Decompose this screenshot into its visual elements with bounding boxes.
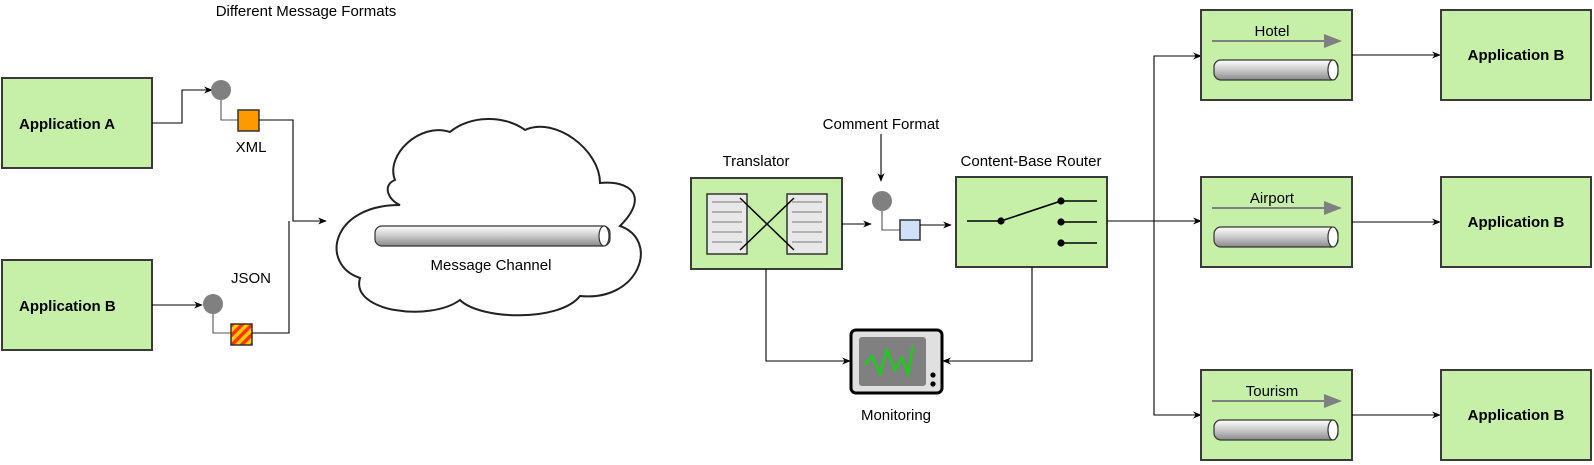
channel-box-airport[interactable]: Airport — [1200, 176, 1353, 268]
pipe-icon — [1213, 59, 1339, 81]
monitoring-label: Monitoring — [861, 407, 931, 424]
json-message-icon — [230, 323, 253, 346]
channel-label: Hotel — [1254, 23, 1289, 40]
content-router-box[interactable] — [955, 176, 1108, 268]
translated-message-icon — [899, 219, 921, 241]
application-a-label: Application A — [19, 116, 115, 133]
message-channel-pipe-icon — [374, 225, 611, 247]
channel-arrow-head — [1324, 201, 1342, 215]
channel-arrow-head — [1324, 394, 1342, 408]
xml-label: XML — [236, 139, 267, 156]
router-switch-icon — [967, 197, 1097, 247]
edge-app-a-to-endpoint — [152, 86, 213, 124]
target-application-label: Application B — [1468, 407, 1565, 424]
translator-box[interactable] — [690, 177, 843, 270]
different-formats-label: Different Message Formats — [216, 3, 397, 20]
application-b-source-box[interactable]: Application B — [1, 259, 153, 351]
message-channel-label: Message Channel — [431, 257, 552, 274]
endpoint-a-icon — [211, 80, 231, 100]
channel-arrow-head — [1324, 34, 1342, 48]
json-label: JSON — [231, 270, 271, 287]
edge-xml-to-channel — [259, 119, 327, 225]
endpoint-b-icon — [203, 294, 223, 314]
target-application-label: Application B — [1468, 214, 1565, 231]
pipe-icon — [1213, 226, 1339, 248]
application-a-box[interactable]: Application A — [1, 77, 153, 169]
comment-format-label: Comment Format — [823, 116, 941, 133]
translator-label: Translator — [723, 153, 790, 170]
application-b-source-label: Application B — [19, 298, 116, 315]
edge-router-to-hotel — [1107, 52, 1202, 222]
channel-box-tourism[interactable]: Tourism — [1200, 369, 1353, 461]
pipe-icon — [1213, 419, 1339, 441]
target-application-label: Application B — [1468, 47, 1565, 64]
content-router-label: Content-Base Router — [961, 153, 1102, 170]
channel-label: Tourism — [1246, 383, 1299, 400]
monitor-icon[interactable] — [849, 328, 944, 395]
target-application-box[interactable]: Application B — [1440, 9, 1592, 101]
edge-json-to-channel — [252, 221, 290, 334]
endpoint-b-stem — [212, 314, 231, 334]
edge-router-to-tourism — [1153, 221, 1202, 419]
endpoint-c-icon — [872, 191, 892, 211]
xml-message-icon — [237, 109, 260, 132]
edge-router-to-monitor — [942, 267, 1033, 365]
translator-icon — [706, 193, 828, 255]
target-application-box[interactable]: Application B — [1440, 369, 1592, 461]
target-application-box[interactable]: Application B — [1440, 176, 1592, 268]
channel-label: Airport — [1250, 190, 1295, 207]
endpoint-c-stem — [881, 211, 900, 231]
edge-translator-to-monitor — [765, 269, 851, 365]
channel-box-hotel[interactable]: Hotel — [1200, 9, 1353, 101]
cloud-icon — [335, 118, 642, 317]
endpoint-a-stem — [220, 100, 238, 121]
